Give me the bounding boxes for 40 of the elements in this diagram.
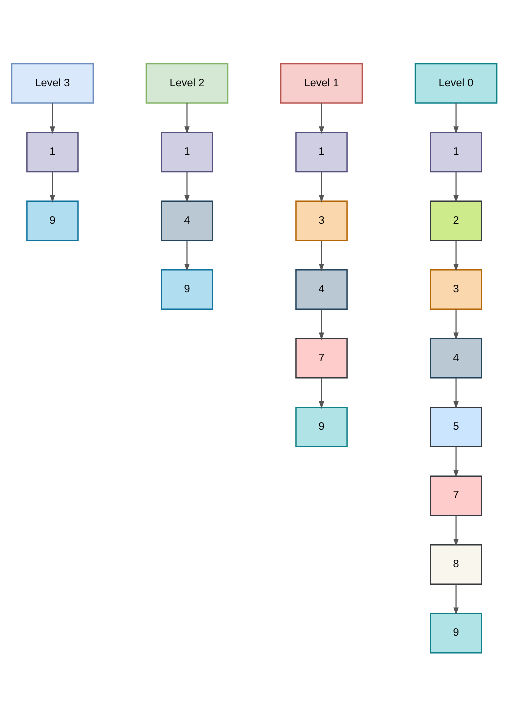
arrow [454,447,459,478]
node-box: 3 [296,200,348,242]
node-box: 1 [296,132,348,173]
node-box: 4 [430,338,482,379]
node-box: 1 [161,132,214,173]
arrow [319,172,324,203]
arrow [454,310,459,340]
arrow [319,310,324,340]
node-box: 9 [161,270,214,310]
node-box: 4 [296,270,348,310]
arrow [319,378,324,410]
arrow [50,172,56,203]
arrow [184,104,190,134]
arrow [319,240,324,272]
arrow [454,378,459,410]
node-box: Level 1 [280,63,364,104]
node-box: Level 0 [414,63,498,104]
arrow [50,104,56,134]
node-box: Level 3 [11,63,94,104]
node-box: 4 [161,200,214,242]
arrow [454,104,459,134]
arrow [454,584,459,616]
arrow [184,172,190,203]
node-box: 3 [430,270,482,310]
node-box: 7 [430,476,482,516]
node-box: 7 [296,338,348,379]
arrow [454,516,459,547]
arrow [454,172,459,203]
node-box: 1 [430,132,482,173]
node-box: 2 [430,200,482,242]
node-box: 1 [26,132,79,173]
node-box: Level 2 [146,63,229,104]
node-box: 8 [430,544,482,585]
arrow [454,240,459,272]
node-box: 9 [26,200,79,242]
node-box: 9 [296,406,348,448]
node-box: 5 [430,406,482,448]
node-box: 9 [430,613,482,654]
arrow [319,104,324,134]
arrow [184,240,190,272]
